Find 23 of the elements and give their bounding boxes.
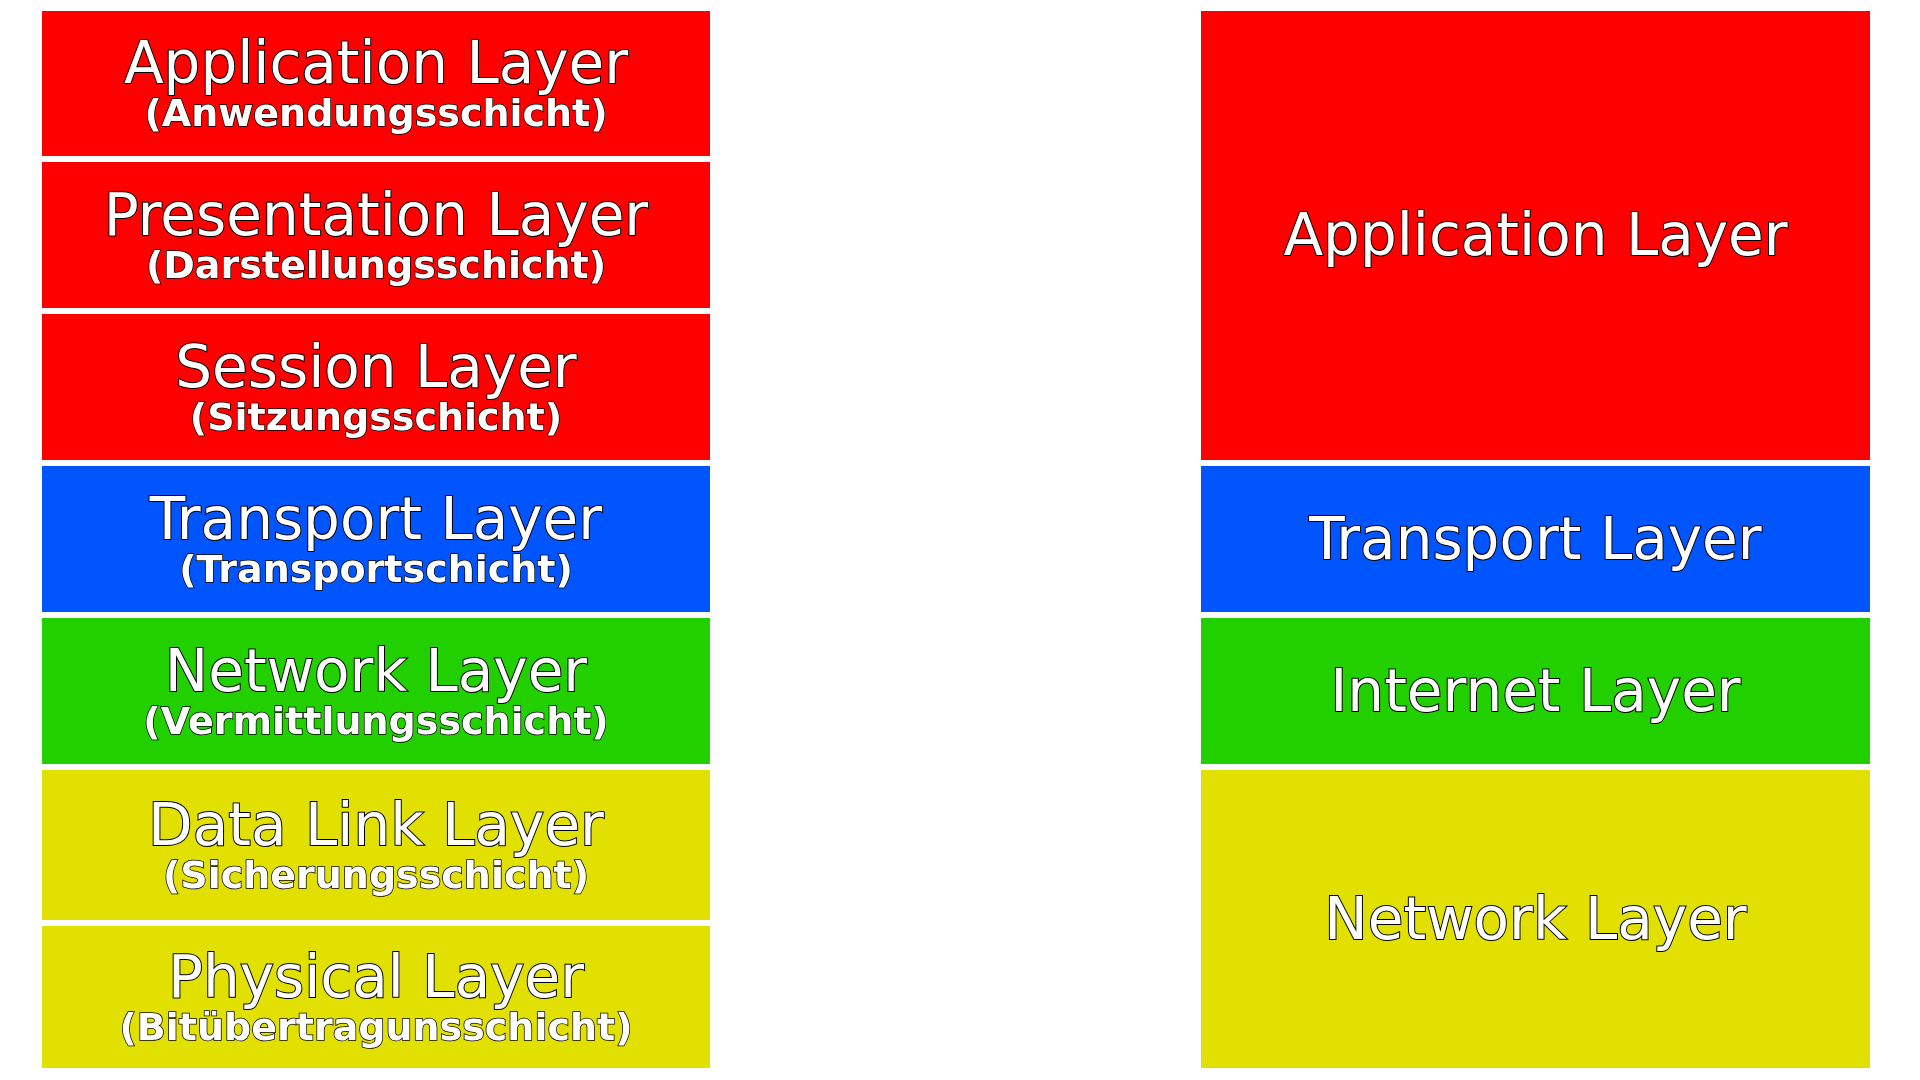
- layer-name: Session Layer: [175, 336, 577, 398]
- layer-name: Physical Layer: [167, 946, 585, 1008]
- layer-name: Application Layer: [123, 33, 629, 94]
- layer-name: Data Link Layer: [148, 794, 604, 856]
- layer-subtitle: (Anwendungsschicht): [144, 94, 608, 134]
- layer-box: [42, 926, 710, 1068]
- layer-box: [42, 314, 710, 460]
- layer-name: Network Layer: [164, 640, 588, 702]
- layer-name: Internet Layer: [1330, 660, 1741, 722]
- layer-box: [1201, 618, 1870, 764]
- layer-box: [1201, 466, 1870, 612]
- layer-box: [42, 466, 710, 612]
- layer-name: Application Layer: [1283, 205, 1788, 266]
- layer-name: Transport Layer: [1309, 508, 1762, 570]
- layer-name: Network Layer: [1324, 888, 1747, 950]
- layer-box: [42, 618, 710, 764]
- layer-name: Presentation Layer: [103, 184, 649, 246]
- layer-box: [42, 162, 710, 308]
- layer-name: Transport Layer: [149, 488, 603, 550]
- layer-box: [1201, 770, 1870, 1068]
- layer-box: [42, 770, 710, 920]
- layer-box: [1201, 11, 1870, 460]
- layer-box: [42, 11, 710, 156]
